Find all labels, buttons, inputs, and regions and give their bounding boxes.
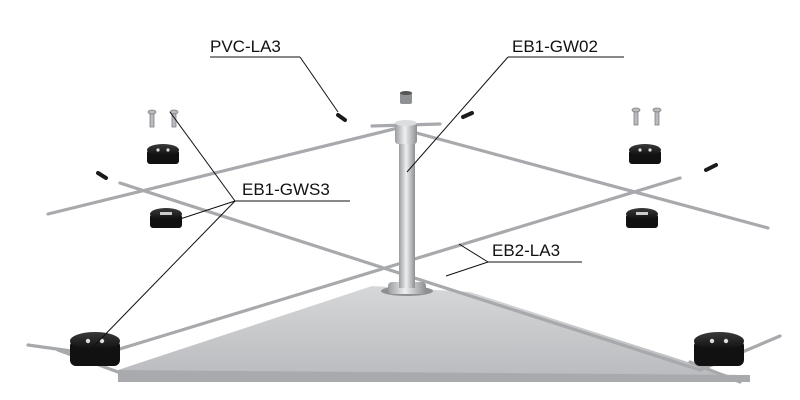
callout-pvc-la3: PVC-LA3 bbox=[210, 37, 339, 113]
center-post bbox=[381, 91, 433, 296]
callout-label-eb2-la3: EB2-LA3 bbox=[492, 241, 560, 260]
callout-label-pvc-la3: PVC-LA3 bbox=[210, 37, 281, 56]
callout-eb1-gws3: EB1-GWS3 bbox=[91, 111, 350, 349]
screws bbox=[147, 107, 662, 128]
base-plate-edge bbox=[118, 370, 750, 382]
pvc-pins bbox=[96, 111, 718, 180]
callout-eb2-la3: EB2-LA3 bbox=[445, 241, 582, 277]
wire-clamps bbox=[70, 144, 744, 366]
callout-label-eb1-gws3: EB1-GWS3 bbox=[242, 180, 330, 199]
callout-eb1-gw02: EB1-GW02 bbox=[406, 37, 624, 173]
callout-label-eb1-gw02: EB1-GW02 bbox=[512, 37, 598, 56]
base-plate bbox=[118, 286, 750, 382]
